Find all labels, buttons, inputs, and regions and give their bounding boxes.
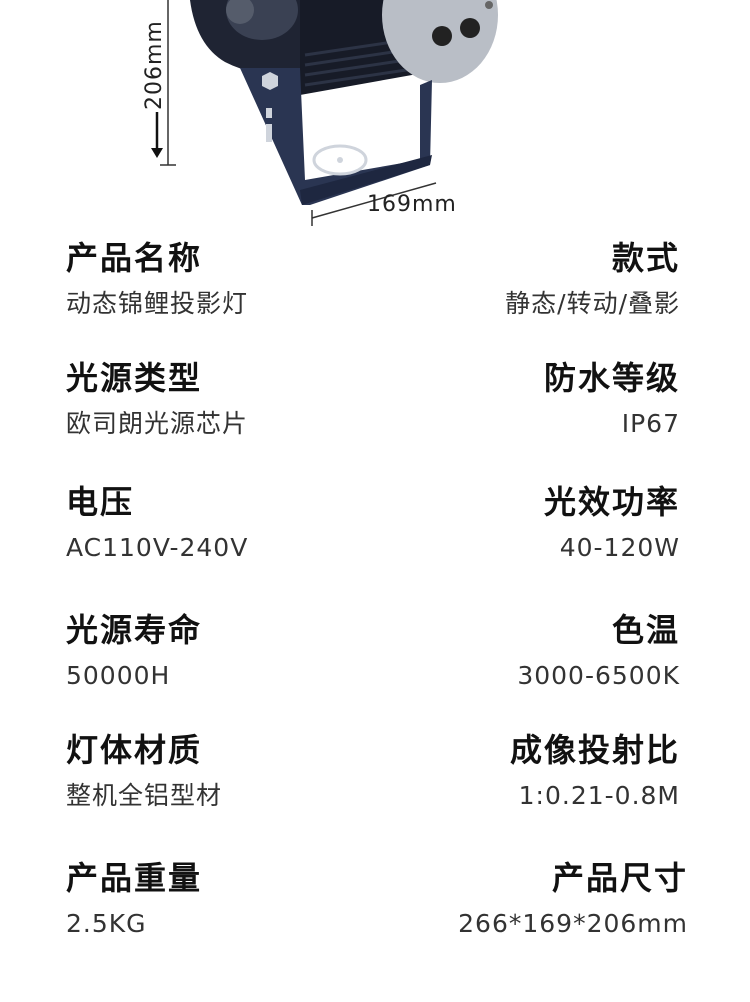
spec-value: AC110V-240V — [66, 533, 249, 562]
spec-left: 灯体材质 整机全铝型材 — [66, 728, 222, 814]
height-dimension-label: 206mm — [142, 20, 167, 110]
spec-value: 静态/转动/叠影 — [505, 289, 680, 318]
spec-title: 色温 — [611, 611, 680, 649]
spec-left: 电压 AC110V-240V — [66, 480, 248, 566]
spec-right: 款式 静态/转动/叠影 — [505, 236, 680, 322]
spec-row: 光源类型 欧司朗光源芯片 防水等级 IP67 — [0, 356, 750, 466]
spec-title: 电压 — [66, 483, 135, 521]
spec-right: 成像投射比 1:0.21-0.8M — [510, 728, 680, 814]
spec-left: 产品重量 2.5KG — [66, 856, 202, 942]
spec-right: 产品尺寸 266*169*206mm — [458, 856, 688, 942]
spec-row: 光源寿命 50000H 色温 3000-6500K — [0, 608, 750, 718]
spec-row: 产品重量 2.5KG 产品尺寸 266*169*206mm — [0, 856, 750, 966]
spec-title: 防水等级 — [543, 359, 680, 397]
spec-left: 光源寿命 50000H — [66, 608, 202, 694]
spec-value: 1:0.21-0.8M — [518, 781, 680, 810]
spec-value: IP67 — [621, 409, 680, 438]
spec-title: 产品尺寸 — [551, 859, 688, 897]
spec-right: 光效功率 40-120W — [544, 480, 680, 566]
spec-title: 产品名称 — [66, 239, 203, 277]
spec-title: 产品重量 — [66, 859, 203, 897]
spec-title: 光源寿命 — [66, 611, 203, 649]
spec-value: 动态锦鲤投影灯 — [66, 289, 249, 318]
spec-value: 40-120W — [559, 533, 680, 562]
spec-left: 光源类型 欧司朗光源芯片 — [66, 356, 248, 442]
spec-value: 3000-6500K — [517, 661, 680, 690]
width-dimension-label: 169mm — [367, 192, 457, 217]
product-image: 206mm 169mm — [0, 0, 750, 230]
spec-value: 2.5KG — [66, 909, 147, 938]
spec-title: 光效功率 — [543, 483, 680, 521]
spec-title: 灯体材质 — [66, 731, 203, 769]
spec-value: 整机全铝型材 — [66, 781, 223, 810]
spec-left: 产品名称 动态锦鲤投影灯 — [66, 236, 248, 322]
spec-right: 防水等级 IP67 — [544, 356, 680, 442]
spec-row: 灯体材质 整机全铝型材 成像投射比 1:0.21-0.8M — [0, 728, 750, 838]
spec-title: 成像投射比 — [509, 731, 680, 769]
spec-row: 电压 AC110V-240V 光效功率 40-120W — [0, 480, 750, 590]
spec-value: 欧司朗光源芯片 — [66, 409, 249, 438]
spec-right: 色温 3000-6500K — [517, 608, 680, 694]
spec-row: 产品名称 动态锦鲤投影灯 款式 静态/转动/叠影 — [0, 236, 750, 346]
spec-value: 50000H — [66, 661, 171, 690]
spec-title: 款式 — [611, 239, 680, 277]
projector-lamp-illustration — [151, 0, 498, 226]
spec-title: 光源类型 — [66, 359, 203, 397]
spec-value: 266*169*206mm — [458, 909, 688, 938]
